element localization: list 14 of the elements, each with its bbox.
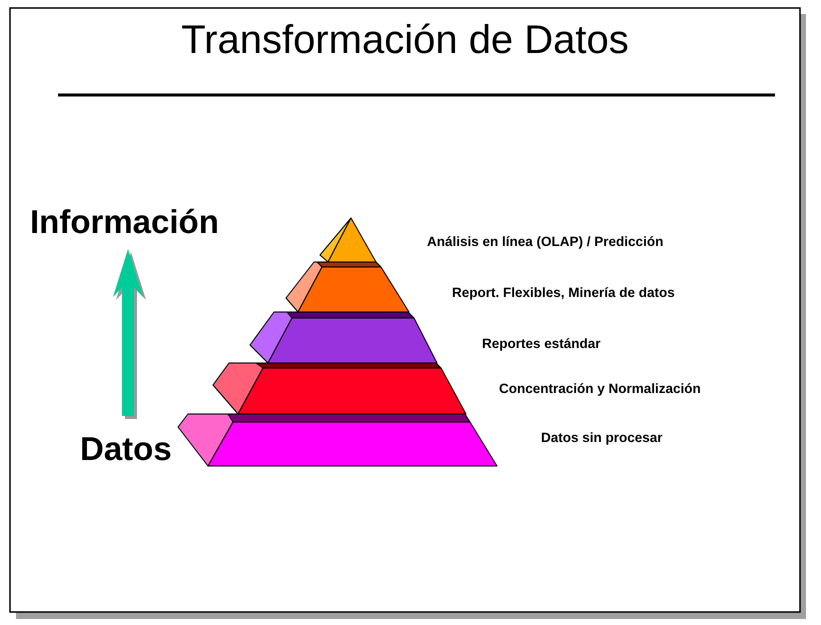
pyramid-layer	[178, 414, 497, 466]
layer-label: Reportes estándar	[482, 336, 601, 351]
block-arrow	[113, 249, 146, 419]
layer-label: Concentración y Normalización	[499, 381, 701, 396]
slide-title: Transformación de Datos	[180, 18, 630, 63]
axis-label: Información	[30, 203, 219, 240]
layer-label: Análisis en línea (OLAP) / Predicción	[427, 234, 664, 249]
pyramid-layer	[250, 312, 437, 363]
pyramid-layer	[286, 262, 409, 312]
layer-label: Report. Flexibles, Minería de datos	[452, 285, 675, 300]
axis-label: Datos	[80, 430, 172, 467]
layer-label: Datos sin procesar	[541, 430, 663, 445]
pyramid-layer	[213, 363, 466, 414]
pyramid-apex	[320, 218, 376, 262]
